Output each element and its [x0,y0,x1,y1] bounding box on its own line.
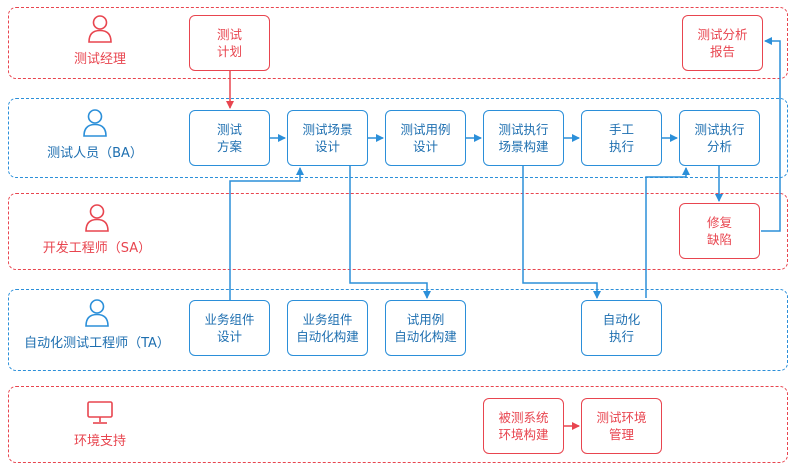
test-plan-box: 测试计划 [189,15,270,71]
role-label: 测试人员（BA） [47,146,143,161]
role-label: 环境支持 [73,434,126,449]
person-icon [88,15,112,43]
biz-component-design-box: 业务组件设计 [189,300,270,356]
lane-test-manager [8,7,788,79]
sut-env-build-box: 被测系统环境构建 [483,398,564,454]
role-label: 自动化测试工程师（TA） [24,336,170,351]
biz-component-auto-build-box: 业务组件自动化构建 [287,300,368,356]
exec-scenario-build-box: 测试执行场景构建 [483,110,564,166]
role-tester-ba: 测试人员（BA） [20,108,170,161]
monitor-icon [87,401,113,424]
role-automation-ta: 自动化测试工程师（TA） [22,298,172,351]
person-icon [85,204,109,232]
test-scheme-box: 测试方案 [189,110,270,166]
test-analysis-report-box: 测试分析报告 [682,15,763,71]
fix-defect-box: 修复缺陷 [679,203,760,259]
role-developer-sa: 开发工程师（SA） [22,203,172,256]
case-auto-build-box: 试用例自动化构建 [385,300,466,356]
exec-analysis-box: 测试执行分析 [679,110,760,166]
auto-exec-box: 自动化执行 [581,300,662,356]
person-icon [85,299,109,327]
role-environment-support: 环境支持 [25,400,175,449]
scenario-design-box: 测试场景设计 [287,110,368,166]
role-test-manager: 测试经理 [25,14,175,67]
role-label: 开发工程师（SA） [42,241,152,256]
person-icon [83,109,107,137]
manual-exec-box: 手工执行 [581,110,662,166]
test-env-mgmt-box: 测试环境管理 [581,398,662,454]
case-design-box: 测试用例设计 [385,110,466,166]
lane-environment-support [8,386,788,463]
role-label: 测试经理 [73,52,126,67]
